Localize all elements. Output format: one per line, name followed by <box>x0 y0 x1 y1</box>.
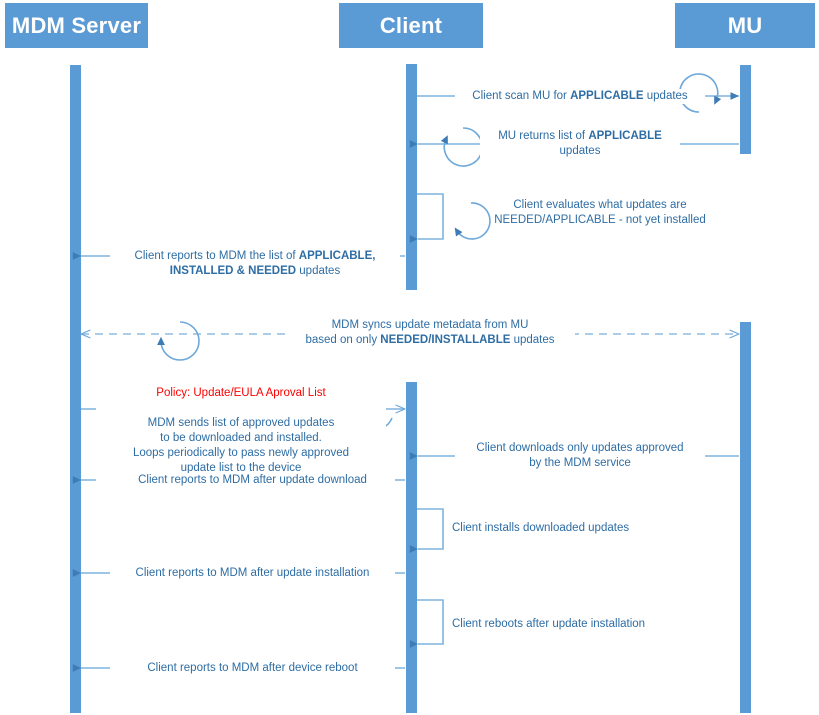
message-line: Client scan MU for APPLICABLE updates <box>472 90 688 102</box>
message-label-m1: Client scan MU for APPLICABLE updates <box>455 89 705 104</box>
message-line: updates <box>559 145 601 157</box>
message-label-m8: Client reports to MDM after update downl… <box>110 473 395 488</box>
actor-header-client[interactable]: Client <box>339 3 483 48</box>
lifeline-mdm-server <box>70 65 81 713</box>
actor-header-mu[interactable]: MU <box>675 3 815 48</box>
loop-arc-m2 <box>440 127 484 167</box>
message-label-m11: Client reboots after update installation <box>452 617 702 632</box>
connector-m3 <box>409 193 444 243</box>
message-body: MDM sends list of approved updates to be … <box>96 416 386 476</box>
message-line: Client reboots after update installation <box>452 618 646 630</box>
message-line: update list to the device <box>180 462 302 474</box>
message-label-m4: Client reports to MDM the list of APPLIC… <box>110 249 400 279</box>
message-label-m5: MDM syncs update metadata from MU based o… <box>285 318 575 348</box>
policy-label: Policy: Update/EULA Aproval List <box>156 387 326 399</box>
connector-m9 <box>409 508 444 553</box>
loop-arc-m3 <box>454 202 491 240</box>
lifeline-mu-segment-1 <box>740 65 751 154</box>
actor-label: MU <box>727 12 763 38</box>
message-line: MDM syncs update metadata from MU <box>331 319 529 331</box>
message-line: Client reports to MDM the list of APPLIC… <box>134 250 376 262</box>
message-line: to be downloaded and installed. <box>160 432 322 444</box>
actor-label: MDM Server <box>11 12 142 38</box>
message-line: INSTALLED & NEEDED updates <box>169 265 341 277</box>
lifeline-mu-segment-2 <box>740 322 751 462</box>
message-label-m12: Client reports to MDM after device reboo… <box>110 661 395 676</box>
actor-label: Client <box>379 12 443 38</box>
message-line: Loops periodically to pass newly approve… <box>132 447 350 459</box>
lifeline-mu-segment-3 <box>740 462 751 713</box>
message-line: Client reports to MDM after device reboo… <box>147 662 358 674</box>
message-line: MDM sends list of approved updates <box>147 417 335 429</box>
loop-arc-m5 <box>157 321 200 361</box>
connector-m11 <box>409 599 444 648</box>
actor-header-mdm-server[interactable]: MDM Server <box>5 3 148 48</box>
message-line: Client reports to MDM after update insta… <box>135 567 370 579</box>
message-label-m7: Client downloads only updates approved by… <box>455 441 705 471</box>
message-line: Client installs downloaded updates <box>452 522 630 534</box>
loop-arc-m1 <box>678 73 722 113</box>
message-line: Client evaluates what updates are <box>513 199 687 211</box>
message-line: NEEDED/APPLICABLE - not yet installed <box>494 214 706 226</box>
message-label-m10: Client reports to MDM after update insta… <box>110 566 395 581</box>
message-line: based on only NEEDED/INSTALLABLE updates <box>305 334 555 346</box>
message-line: by the MDM service <box>529 457 631 469</box>
lifeline-client-segment-1 <box>406 64 417 290</box>
message-line: MU returns list of APPLICABLE <box>498 130 662 142</box>
message-line: Client downloads only updates approved <box>476 442 684 454</box>
message-label-m9: Client installs downloaded updates <box>452 521 702 536</box>
message-label-m2: MU returns list of APPLICABLE updates <box>480 129 680 159</box>
message-label-m6: Policy: Update/EULA Aproval List MDM sen… <box>96 371 386 491</box>
message-line: Client reports to MDM after update downl… <box>138 474 367 486</box>
